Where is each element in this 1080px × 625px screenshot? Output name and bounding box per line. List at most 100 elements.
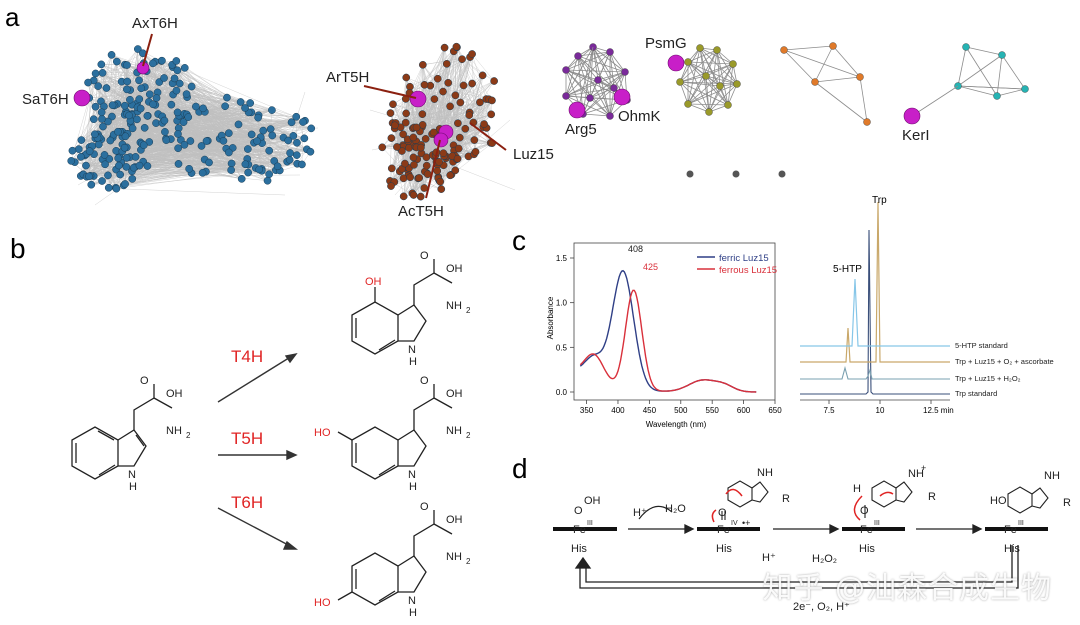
network-edge (100, 60, 163, 102)
atom-n: N (408, 469, 416, 481)
cluster-t6h (67, 45, 319, 206)
d-h2o2-loop: H₂O₂ (812, 553, 837, 565)
network-node (97, 60, 106, 69)
side-chain (413, 259, 435, 305)
benzene-ring (351, 552, 399, 606)
network-node (122, 163, 131, 171)
network-node (416, 192, 425, 201)
network-edge (783, 45, 834, 51)
network-node (160, 74, 168, 82)
network-edge (708, 85, 721, 113)
network-edge (565, 79, 599, 97)
enzyme-t4h: T4H (231, 347, 263, 366)
label-act5h: AcT5H (398, 203, 444, 220)
cluster-t5h-nodes (378, 42, 498, 201)
network-node (284, 136, 293, 145)
network-node (136, 104, 145, 113)
return-loop (574, 545, 1019, 589)
network-edge (177, 70, 290, 160)
network-edge (687, 61, 734, 65)
network-edge (147, 165, 260, 170)
network-node (246, 99, 255, 107)
network-node (451, 91, 460, 100)
network-edge (139, 161, 288, 166)
network-edge (609, 87, 615, 117)
network-edge (687, 103, 710, 113)
network-node (461, 124, 470, 133)
network-node (440, 43, 449, 52)
network-node (453, 154, 462, 163)
network-edge (84, 80, 94, 156)
network-node (729, 60, 737, 68)
node-psmg (667, 54, 685, 72)
network-node (399, 174, 408, 183)
network-node (393, 143, 401, 151)
d-nh2: NH (757, 467, 773, 479)
network-node (713, 46, 721, 54)
network-node (621, 68, 629, 76)
network-edge (405, 64, 424, 114)
network-node (115, 161, 123, 170)
node-sat6h (73, 89, 91, 107)
network-edge (431, 59, 463, 135)
network-node (465, 111, 474, 119)
network-edge (957, 85, 998, 97)
network-edge (394, 122, 396, 182)
network-node (122, 154, 131, 162)
network-node (121, 132, 130, 141)
network-node (90, 130, 99, 139)
node-arg5 (568, 101, 586, 119)
network-node (433, 74, 442, 83)
panel-letter-a: a (5, 2, 20, 32)
uvvis-xtick-label: 400 (611, 406, 625, 415)
network-edge (565, 51, 611, 71)
d-h3: H (853, 483, 861, 495)
label-luz15: Luz15 (513, 146, 554, 163)
d-fe2-ox: IV (731, 520, 738, 527)
network-node (180, 140, 189, 149)
network-node (442, 59, 451, 68)
label-arg5: Arg5 (565, 121, 597, 138)
network-node (128, 175, 137, 183)
node-act5h (433, 132, 449, 148)
network-edge (417, 123, 485, 160)
network-edge (565, 87, 615, 97)
network-edge (205, 140, 224, 172)
network-node (716, 82, 724, 90)
network-node (415, 174, 424, 182)
network-edge (405, 47, 458, 99)
substrate-nh2: NH (166, 425, 182, 437)
d-nh3: NH (908, 468, 924, 480)
network-node (234, 120, 243, 129)
network-edge (679, 49, 718, 83)
network-node (292, 112, 301, 121)
network-edge (679, 81, 721, 87)
network-node (202, 137, 211, 145)
uvvis-xtick-label: 350 (580, 406, 594, 415)
network-edge (143, 144, 260, 170)
network-node (121, 180, 129, 188)
network-edge (301, 122, 304, 165)
network-node (724, 101, 732, 109)
network-node (998, 51, 1006, 59)
uvvis-ytick-label: 1.5 (556, 254, 568, 263)
network-edge (783, 49, 816, 83)
network-node (98, 177, 106, 185)
d-h2o: H₂O (665, 503, 686, 515)
network-node (101, 160, 109, 169)
network-node (287, 118, 296, 127)
network-node (67, 157, 76, 165)
pointer-art5h (363, 85, 417, 99)
hydroxyl-5: HO (314, 427, 331, 439)
network-edge (832, 45, 861, 78)
network-edge (161, 60, 191, 142)
network-node (610, 84, 618, 92)
network-edge (110, 54, 112, 141)
cluster-arg5 (562, 43, 631, 120)
network-node (478, 71, 487, 80)
network-node (106, 136, 115, 145)
network-node (199, 104, 207, 113)
network-node (247, 130, 256, 139)
network-node (389, 100, 397, 109)
